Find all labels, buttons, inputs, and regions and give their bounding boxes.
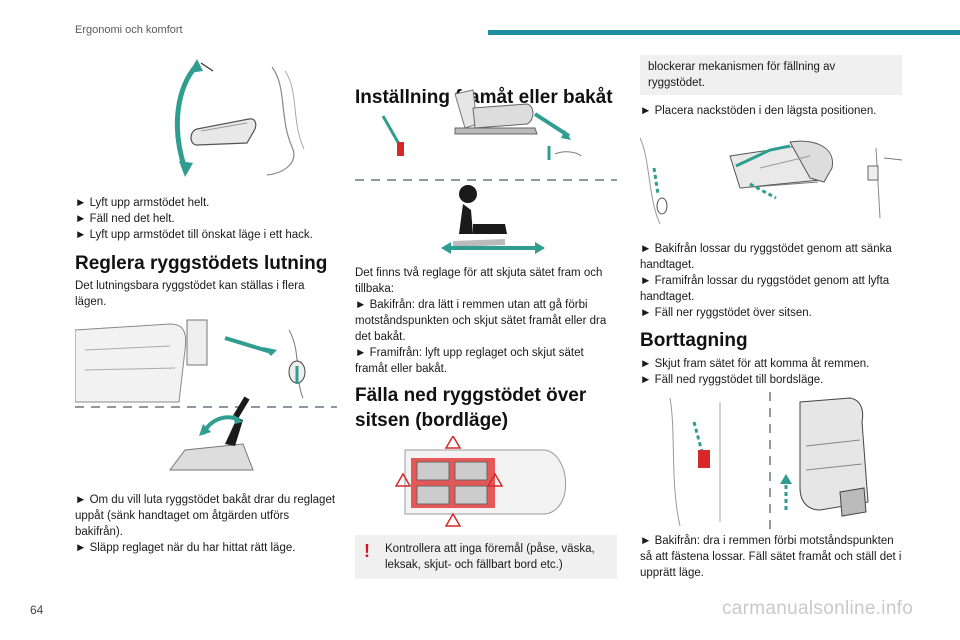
recline-step-1: ► Om du vill luta ryggstödet bakåt drar …	[75, 494, 336, 538]
warning-box-continued: blockerar mekanismen för fällning av ryg…	[640, 55, 902, 95]
heading-recline: Reglera ryggstödets lutning	[75, 253, 328, 274]
rear-release-step: ► Bakifrån lossar du ryggstödet genom at…	[640, 243, 892, 271]
front-release-step: ► Framifrån lossar du ryggstödet genom a…	[640, 275, 890, 303]
recline-illustration	[75, 319, 337, 471]
fold-step: ► Fäll ner ryggstödet över sitsen.	[640, 307, 812, 319]
armrest-step-3: ► Lyft upp armstödet till önskat läge i …	[75, 229, 313, 241]
recline-intro: Det lutningsbara ryggstödet kan ställas …	[75, 280, 305, 308]
page-number: 64	[30, 603, 44, 617]
recline-step-2: ► Släpp reglaget när du har hittat rätt …	[75, 542, 296, 554]
warning-box: ! Kontrollera att inga föremål (påse, vä…	[355, 535, 617, 579]
armrest-step-2: ► Fäll ned det helt.	[75, 213, 175, 225]
removal-final-step: ► Bakifrån: dra i remmen förbi motstånds…	[640, 535, 902, 579]
watermark: carmanualsonline.info	[722, 598, 914, 619]
removal-illustration	[669, 392, 869, 530]
running-header: Ergonomi och komfort	[75, 24, 183, 36]
fore-aft-front: ► Framifrån: lyft upp reglaget och skjut…	[355, 347, 584, 375]
removal-step-1: ► Skjut fram sätet för att komma åt remm…	[640, 358, 870, 370]
heading-removal: Borttagning	[640, 330, 748, 351]
headrest-step: ► Placera nackstöden i den lägsta positi…	[640, 105, 877, 117]
fore-aft-rear: ► Bakifrån: dra lätt i remmen utan att g…	[355, 299, 607, 343]
armrest-illustration	[174, 59, 305, 177]
table-mode-illustration	[395, 436, 567, 527]
fore-aft-body: Det finns två reglage för att skjuta sät…	[355, 267, 603, 295]
warning-continued-text: blockerar mekanismen för fällning av ryg…	[648, 61, 836, 89]
header-accent-bar	[488, 30, 960, 35]
fore-aft-illustration	[355, 89, 617, 254]
heading-table-mode: Fälla ned ryggstödet över sitsen (bordlä…	[355, 385, 587, 431]
warning-exclamation-icon: !	[364, 541, 370, 561]
warning-text: Kontrollera att inga föremål (påse, väsk…	[385, 543, 595, 571]
armrest-step-1: ► Lyft upp armstödet helt.	[75, 197, 210, 209]
removal-step-2: ► Fäll ned ryggstödet till bordsläge.	[640, 374, 824, 386]
heading-fore-aft: Inställning framåt eller bakåt	[355, 87, 613, 108]
fold-backrest-illustration	[640, 137, 902, 225]
